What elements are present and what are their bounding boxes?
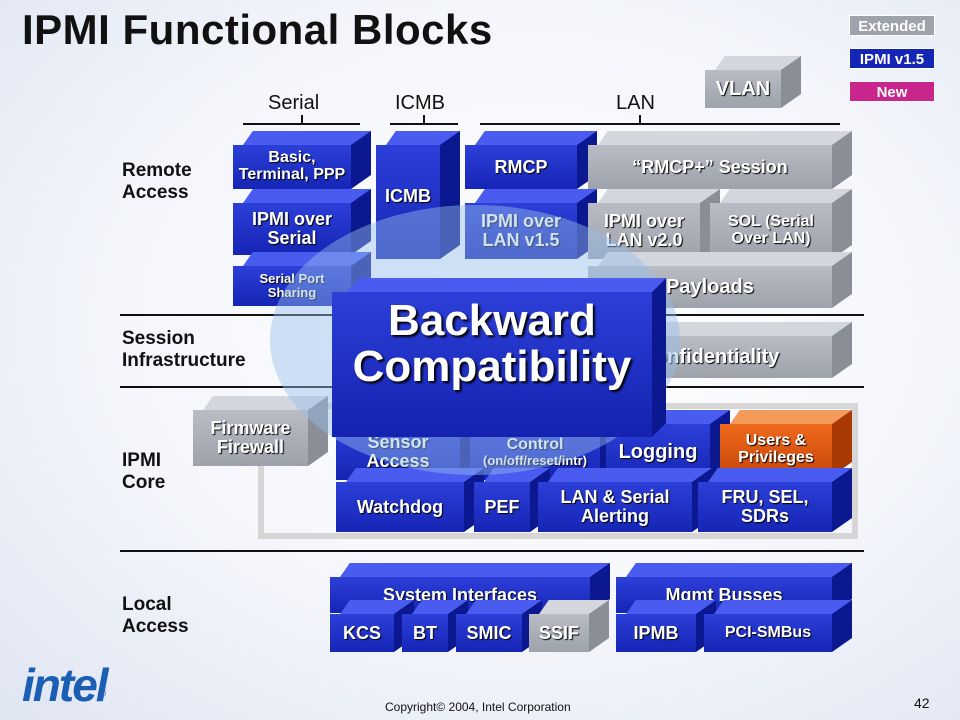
lan-tick bbox=[639, 115, 641, 123]
block-fru-sel-sdrs: FRU, SEL,SDRs bbox=[698, 482, 832, 532]
block-vlan: VLAN bbox=[705, 70, 781, 108]
lan-bracket bbox=[480, 123, 840, 125]
backward-compatibility-box bbox=[332, 292, 652, 437]
icmb-tick bbox=[423, 115, 425, 123]
block-pef: PEF bbox=[474, 482, 530, 532]
block-rmcp: RMCP bbox=[465, 145, 577, 189]
block-rmcp-plus-session: “RMCP+” Session bbox=[588, 145, 832, 189]
legend-new: New bbox=[849, 81, 935, 102]
icmb-bracket bbox=[390, 123, 458, 125]
block-smic: SMIC bbox=[456, 614, 522, 652]
block-basic-terminal-ppp: Basic,Terminal, PPP bbox=[233, 145, 351, 189]
block-watchdog: Watchdog bbox=[336, 482, 464, 532]
legend-ipmi15: IPMI v1.5 bbox=[849, 48, 935, 69]
separator-3 bbox=[120, 550, 864, 552]
serial-bracket bbox=[243, 123, 360, 125]
serial-tick bbox=[301, 115, 303, 123]
slide-title: IPMI Functional Blocks bbox=[22, 6, 493, 53]
block-bt: BT bbox=[402, 614, 448, 652]
block-pci-smbus: PCI-SMBus bbox=[704, 614, 832, 652]
column-icmb: ICMB bbox=[395, 92, 445, 114]
page-number: 42 bbox=[914, 695, 930, 711]
intel-logo: intel bbox=[22, 659, 109, 711]
intel-logo-registered: ® bbox=[98, 688, 107, 700]
block-kcs: KCS bbox=[330, 614, 394, 652]
block-ssif: SSIF bbox=[529, 614, 589, 652]
block-ipmb: IPMB bbox=[616, 614, 696, 652]
copyright: Copyright© 2004, Intel Corporation bbox=[385, 700, 571, 714]
block-icmb: ICMB bbox=[376, 145, 440, 259]
legend-extended: Extended bbox=[849, 15, 935, 36]
column-serial: Serial bbox=[268, 92, 320, 114]
column-lan: LAN bbox=[616, 92, 655, 114]
